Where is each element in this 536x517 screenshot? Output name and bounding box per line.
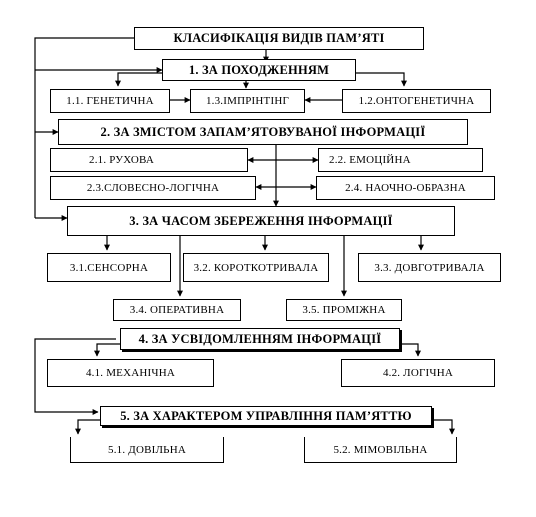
- group-control: 5. ЗА ХАРАКТЕРОМ УПРАВЛІННЯ ПАМ’ЯТТЮ: [100, 406, 432, 426]
- item-visual-figurative: 2.4. НАОЧНО-ОБРАЗНА: [316, 176, 495, 200]
- group-awareness: 4. ЗА УСВІДОМЛЕННЯМ ІНФОРМАЦІЇ: [120, 328, 400, 350]
- edge-group4-left-bracket: [34, 338, 116, 415]
- item-genetic: 1.1. ГЕНЕТИЧНА: [50, 89, 170, 113]
- edge-title-left-trunk: [34, 37, 134, 218]
- item-logical: 4.2. ЛОГІЧНА: [341, 359, 495, 387]
- group-origin: 1. ЗА ПОХОДЖЕННЯМ: [162, 59, 356, 81]
- group-storage-time: 3. ЗА ЧАСОМ ЗБЕРЕЖЕННЯ ІНФОРМАЦІЇ: [67, 206, 455, 236]
- group-content: 2. ЗА ЗМІСТОМ ЗАПАМ’ЯТОВУВАНОЇ ІНФОРМАЦІ…: [58, 119, 468, 145]
- edge-group4-to-logical: [400, 343, 421, 357]
- edge-group5-to-voluntary: [75, 419, 100, 435]
- item-involuntary: 5.2. МІМОВІЛЬНА: [304, 437, 457, 463]
- item-voluntary: 5.1. ДОВІЛЬНА: [70, 437, 224, 463]
- item-verbal-logical: 2.3.СЛОВЕСНО-ЛОГІЧНА: [50, 176, 256, 200]
- item-intermediate: 3.5. ПРОМІЖНА: [286, 299, 402, 321]
- item-mechanical: 4.1. МЕХАНІЧНА: [47, 359, 214, 387]
- item-motor: 2.1. РУХОВА: [50, 148, 248, 172]
- edge-group4-to-mechanical: [94, 343, 120, 357]
- item-short-term: 3.2. КОРОТКОТРИВАЛА: [183, 253, 329, 282]
- item-ontogenetic: 1.2.ОНТОГЕНЕТИЧНА: [342, 89, 491, 113]
- item-emotional: 2.2. ЕМОЦІЙНА: [318, 148, 483, 172]
- item-long-term: 3.3. ДОВГОТРИВАЛА: [358, 253, 501, 282]
- diagram-title: КЛАСИФІКАЦІЯ ВИДІВ ПАМ’ЯТІ: [134, 27, 424, 50]
- edge-group1-split: [115, 72, 162, 87]
- item-operative: 3.4. ОПЕРАТИВНА: [113, 299, 241, 321]
- edge-group5-to-involuntary: [432, 419, 455, 435]
- item-sensory: 3.1.СЕНСОРНА: [47, 253, 171, 282]
- item-imprinting: 1.3.ІМПРІНТІНГ: [190, 89, 305, 113]
- edge-group1-split-right: [356, 72, 407, 87]
